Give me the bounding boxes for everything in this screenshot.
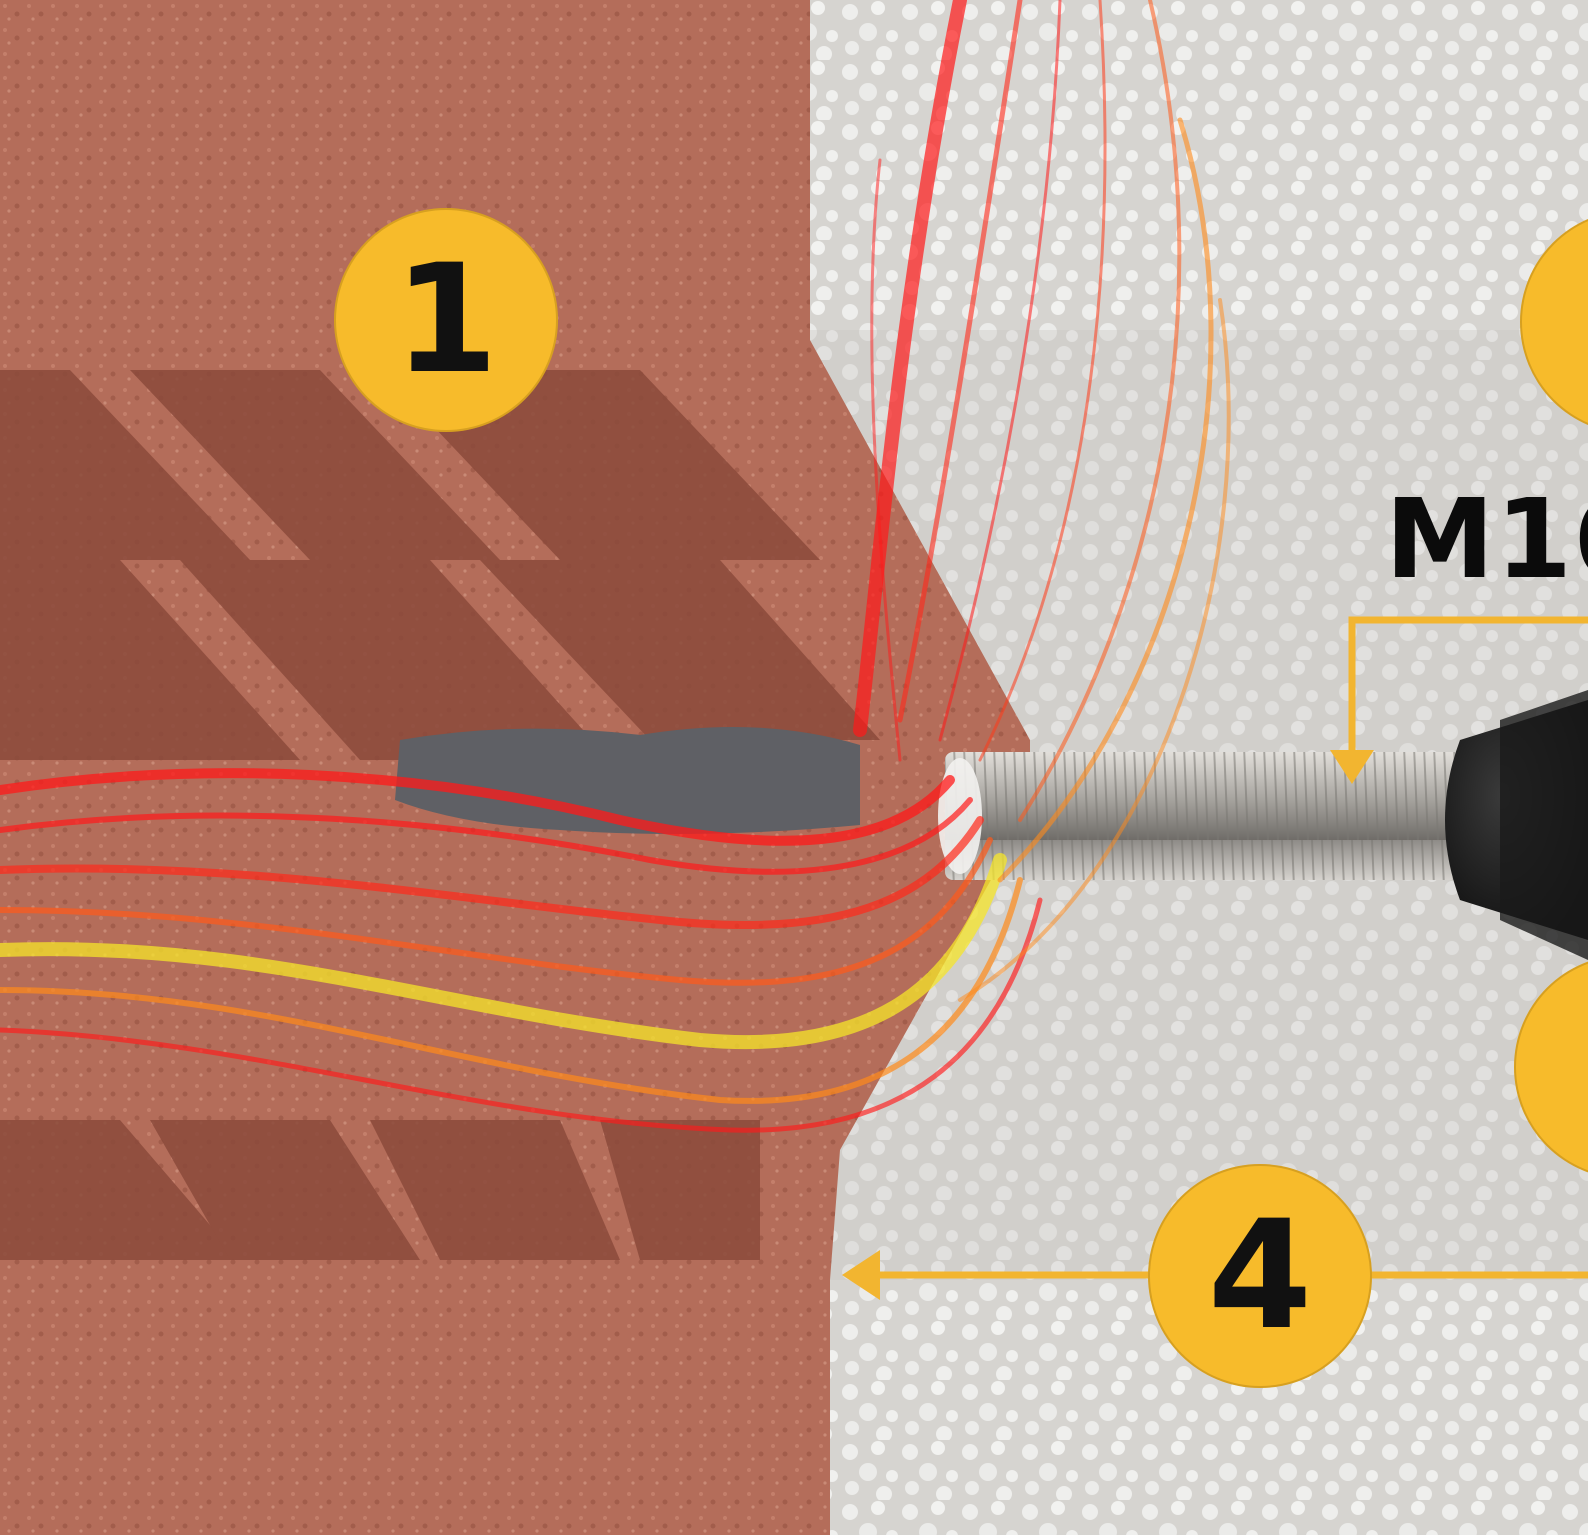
callout-4-number: 4: [1208, 1201, 1312, 1351]
cap-rim: [1500, 690, 1588, 960]
callout-badge-4: 4: [1148, 1164, 1372, 1388]
callout-1-number: 1: [394, 245, 498, 395]
callout-badge-1: 1: [334, 208, 558, 432]
bolt-size-label: M16: [1385, 475, 1588, 603]
washer: [938, 758, 982, 874]
